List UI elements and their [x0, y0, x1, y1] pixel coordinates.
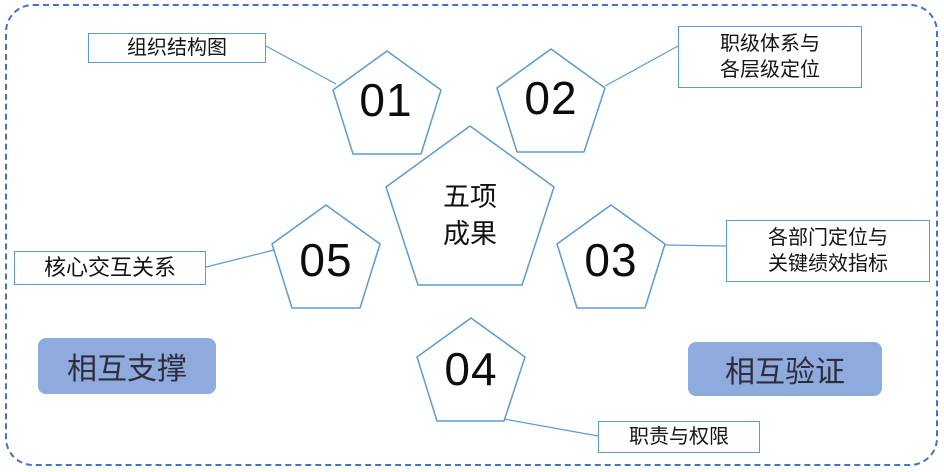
center-title-line2: 成果 — [443, 219, 497, 249]
number-03: 03 — [584, 234, 638, 286]
label-duty-authority-text: 职责与权限 — [629, 426, 729, 448]
label-core-interaction-text: 核心交互关系 — [43, 255, 176, 280]
connector-05 — [205, 249, 275, 268]
label-core-interaction: 核心交互关系 — [14, 251, 206, 285]
center-title: 五项 成果 — [443, 179, 497, 253]
label-org-chart: 组织结构图 — [88, 33, 266, 63]
label-rank-system: 职级体系与 各层级定位 — [678, 26, 862, 88]
pentagon-02 — [496, 48, 606, 153]
label-org-chart-text: 组织结构图 — [127, 37, 227, 59]
number-04: 04 — [444, 343, 498, 395]
connector-04 — [503, 418, 599, 437]
connector-03 — [664, 244, 727, 247]
pentagon-05 — [271, 204, 381, 309]
label-department-kpi-line2: 关键绩效指标 — [768, 253, 888, 275]
number-05: 05 — [299, 234, 353, 286]
badge-mutual-support: 相互支撑 — [38, 338, 216, 394]
pentagon-03 — [556, 204, 666, 309]
label-duty-authority: 职责与权限 — [598, 421, 760, 453]
pentagon-center — [385, 125, 555, 286]
badge-mutual-verification: 相互验证 — [688, 342, 882, 396]
connector-01 — [265, 45, 337, 85]
label-department-kpi-line1: 各部门定位与 — [768, 227, 888, 249]
label-rank-system-line2: 各层级定位 — [720, 59, 820, 81]
number-01: 01 — [359, 74, 413, 126]
label-rank-system-line1: 职级体系与 — [720, 33, 820, 55]
number-02: 02 — [524, 72, 578, 124]
pentagon-01 — [332, 50, 442, 155]
pentagon-04 — [416, 317, 526, 422]
label-department-kpi: 各部门定位与 关键绩效指标 — [726, 220, 930, 282]
connector-02 — [604, 45, 679, 87]
center-title-line1: 五项 — [443, 182, 497, 212]
